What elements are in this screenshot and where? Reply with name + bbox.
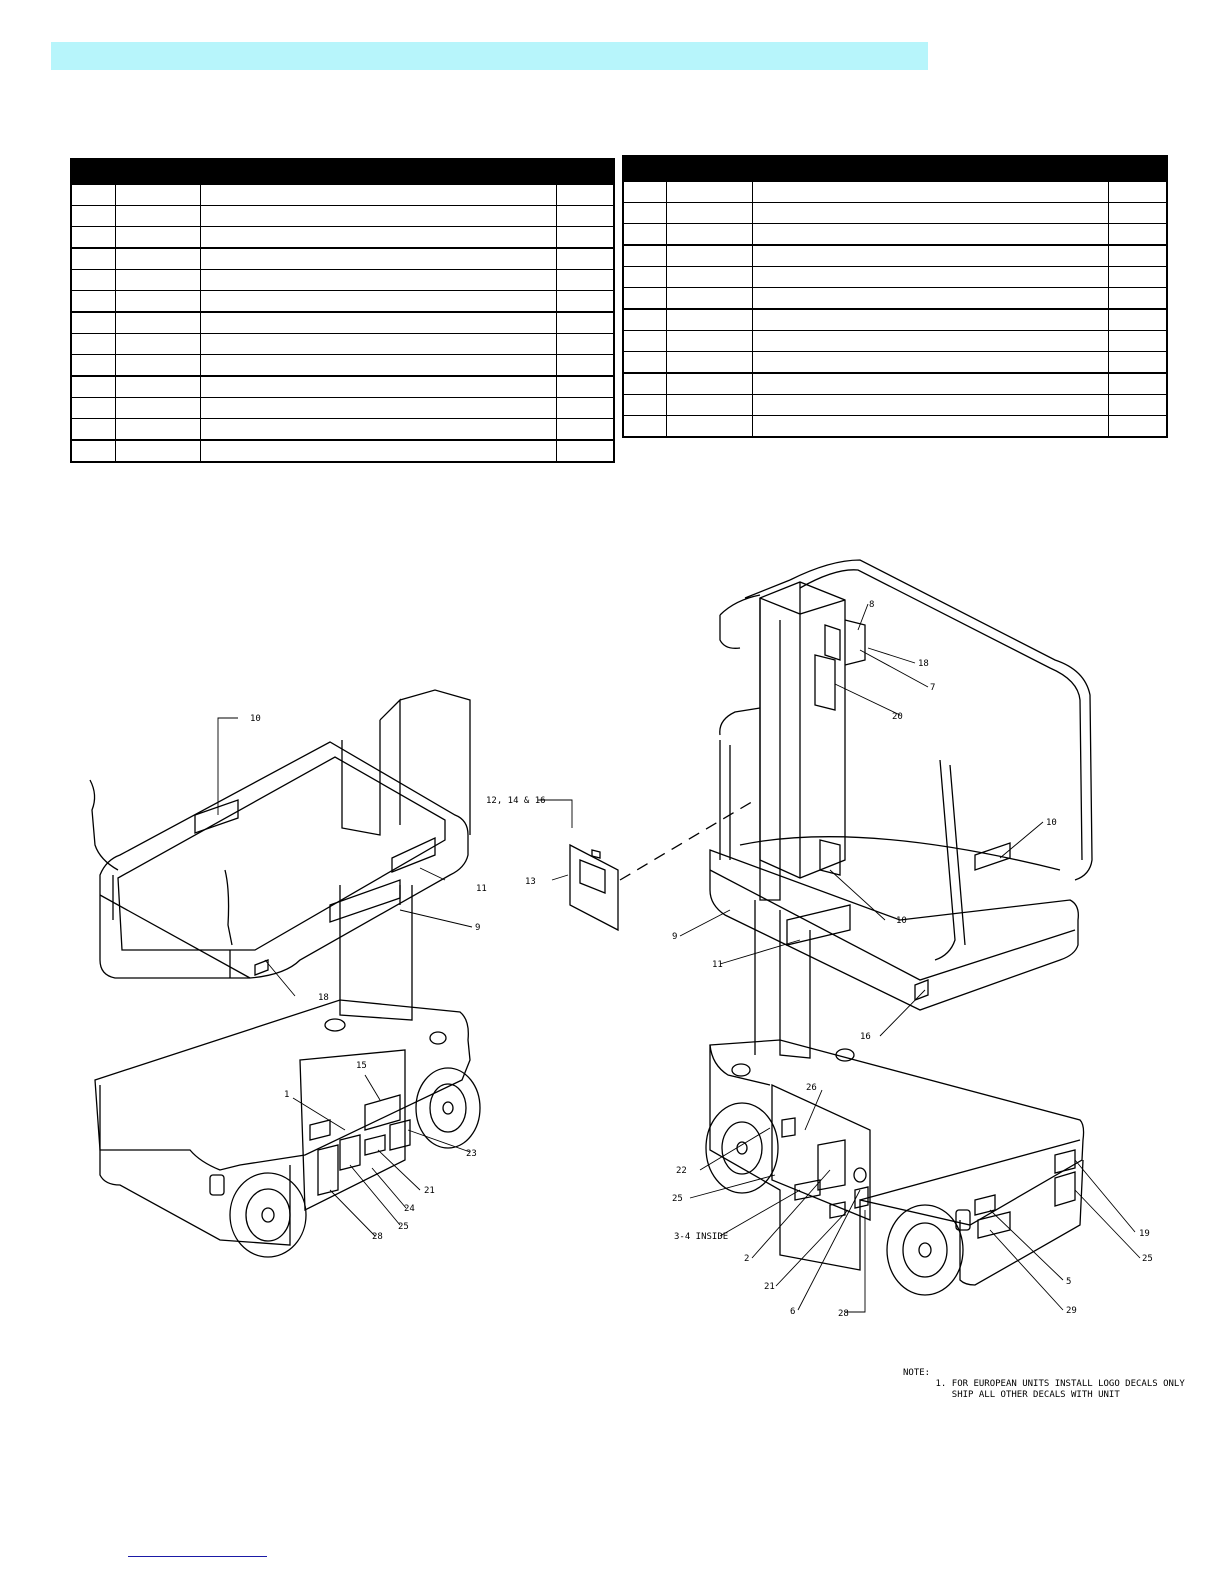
callout-1: 1 [284, 1090, 289, 1100]
decal-parts-table-right [622, 155, 1168, 438]
table-cell [1107, 266, 1168, 288]
table-cell [555, 290, 615, 313]
decal-parts-table-left [70, 158, 615, 463]
table-cell [1107, 351, 1168, 374]
table-row [70, 439, 615, 463]
callout-26: 26 [806, 1083, 817, 1093]
callout-6: 6 [790, 1307, 795, 1317]
note-heading: NOTE: [903, 1368, 931, 1378]
callout-9: 9 [672, 932, 677, 942]
callout-21: 21 [764, 1282, 775, 1292]
callout-22: 22 [676, 1166, 687, 1176]
table-row [70, 205, 615, 227]
callout-21: 21 [424, 1186, 435, 1196]
table-row [70, 269, 615, 291]
callout-10: 10 [896, 916, 907, 926]
footer-link[interactable] [128, 1556, 267, 1557]
section-header-banner [51, 42, 928, 70]
table-cell [1107, 202, 1168, 224]
callout-3-4-inside: 3-4 INSIDE [674, 1232, 728, 1242]
table-cell [555, 333, 615, 355]
callout-20: 20 [892, 712, 903, 722]
callout-18: 18 [318, 993, 329, 1003]
callout-29: 29 [1066, 1306, 1077, 1316]
callout-19: 19 [1139, 1229, 1150, 1239]
callout-28: 28 [372, 1232, 383, 1242]
table-cell [555, 418, 615, 441]
callout-2: 2 [744, 1254, 749, 1264]
note-line-2: SHIP ALL OTHER DECALS WITH UNIT [951, 1390, 1120, 1400]
table-row [622, 415, 1168, 438]
table-row [70, 184, 615, 206]
callout-5: 5 [1066, 1277, 1071, 1287]
table-row [622, 394, 1168, 416]
note-line-1: 1. FOR EUROPEAN UNITS INSTALL LOGO DECAL… [935, 1379, 1185, 1389]
table-cell [555, 397, 615, 419]
table-row [622, 244, 1168, 267]
table-cell [555, 439, 615, 463]
right-lift-view [705, 559, 1093, 1296]
callout-18: 18 [918, 659, 929, 669]
callout-leaders [217, 603, 1141, 1313]
callout-12-14-16: 12, 14 & 16 [486, 796, 546, 806]
callout-10: 10 [250, 714, 261, 724]
table-cell [555, 205, 615, 227]
callout-28: 28 [838, 1309, 849, 1319]
table-row [622, 223, 1168, 246]
table-row [622, 287, 1168, 310]
table-row [70, 354, 615, 377]
table-row [70, 333, 615, 355]
manual-holder-decal [569, 799, 756, 932]
table-row [70, 397, 615, 419]
callout-labels-center: 12, 14 & 16 13 [486, 796, 546, 887]
callout-8: 8 [869, 600, 874, 610]
table-cell [1107, 287, 1168, 310]
table-row [70, 418, 615, 441]
callout-24: 24 [404, 1204, 415, 1214]
table-row [70, 226, 615, 249]
callout-23: 23 [466, 1149, 477, 1159]
callout-10: 10 [1046, 818, 1057, 828]
table-header-row [622, 155, 1168, 182]
table-row [622, 372, 1168, 395]
callout-11: 11 [476, 884, 487, 894]
table-row [70, 247, 615, 270]
table-cell [555, 269, 615, 291]
left-lift-view [89, 689, 481, 1258]
callout-15: 15 [356, 1061, 367, 1071]
callout-25: 25 [398, 1222, 409, 1232]
callout-25: 25 [672, 1194, 683, 1204]
callout-labels-right: 8 18 7 20 10 10 9 11 16 26 22 25 3-4 INS… [672, 600, 1153, 1319]
callout-9: 9 [475, 923, 480, 933]
table-cell [1107, 223, 1168, 246]
callout-11: 11 [712, 960, 723, 970]
callout-labels-left: 10 11 9 18 15 1 23 21 24 25 28 [250, 714, 487, 1242]
table-row [70, 290, 615, 313]
table-cell [1107, 415, 1168, 438]
table-cell [555, 354, 615, 377]
table-cell [1107, 394, 1168, 416]
table-cell [1107, 330, 1168, 352]
table-row [622, 351, 1168, 374]
callout-7: 7 [930, 683, 935, 693]
callout-16: 16 [860, 1032, 871, 1042]
installation-note: NOTE: 1. FOR EUROPEAN UNITS INSTALL LOGO… [903, 1368, 1185, 1401]
table-row [622, 330, 1168, 352]
table-row [622, 266, 1168, 288]
callout-25: 25 [1142, 1254, 1153, 1264]
table-cell [555, 226, 615, 249]
callout-13: 13 [525, 877, 536, 887]
table-row [622, 202, 1168, 224]
